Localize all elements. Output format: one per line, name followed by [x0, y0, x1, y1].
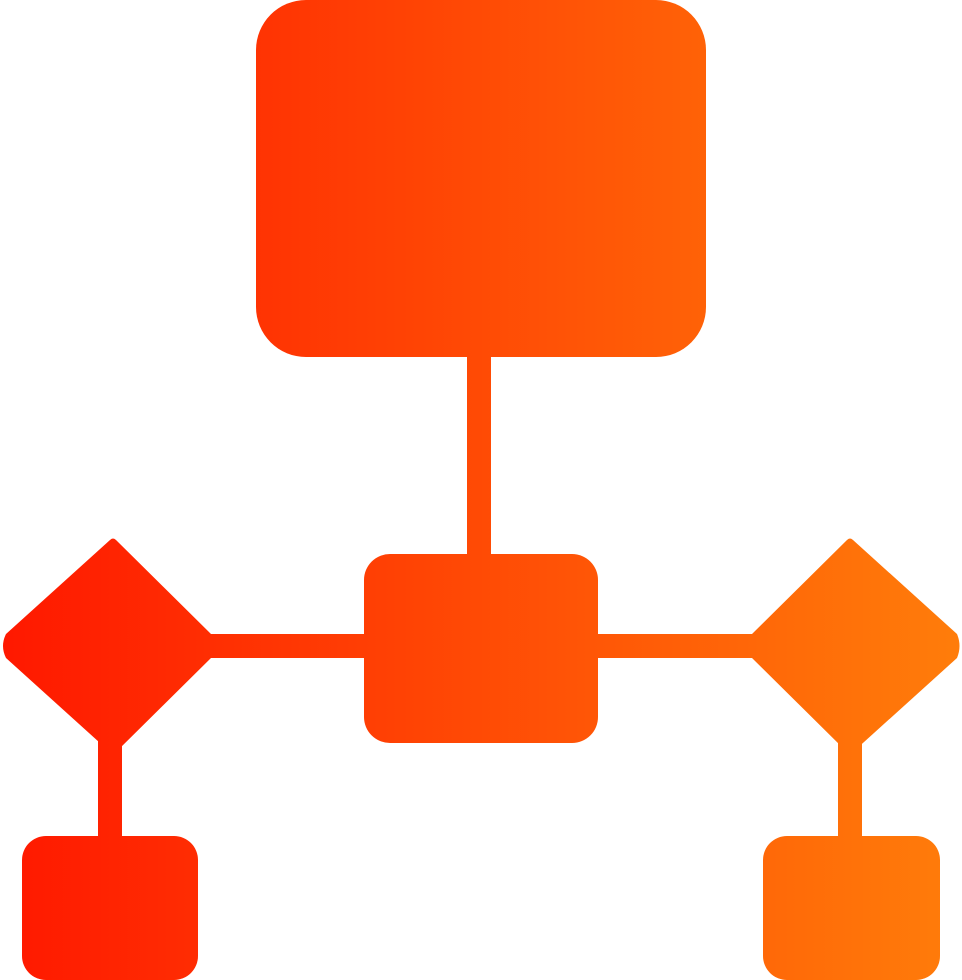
center-process-box	[364, 554, 598, 743]
bottom-right-process-box	[763, 836, 940, 980]
connector-right-diamond-to-box	[838, 740, 862, 842]
connector-center-to-right	[592, 634, 762, 658]
connector-left-diamond-to-box	[98, 740, 122, 842]
left-decision-diamond	[3, 538, 214, 754]
connector-top-to-center	[467, 350, 491, 560]
right-decision-diamond	[749, 538, 960, 754]
connector-left-to-center	[200, 634, 370, 658]
bottom-left-process-box	[22, 836, 198, 980]
top-process-box	[256, 0, 706, 357]
